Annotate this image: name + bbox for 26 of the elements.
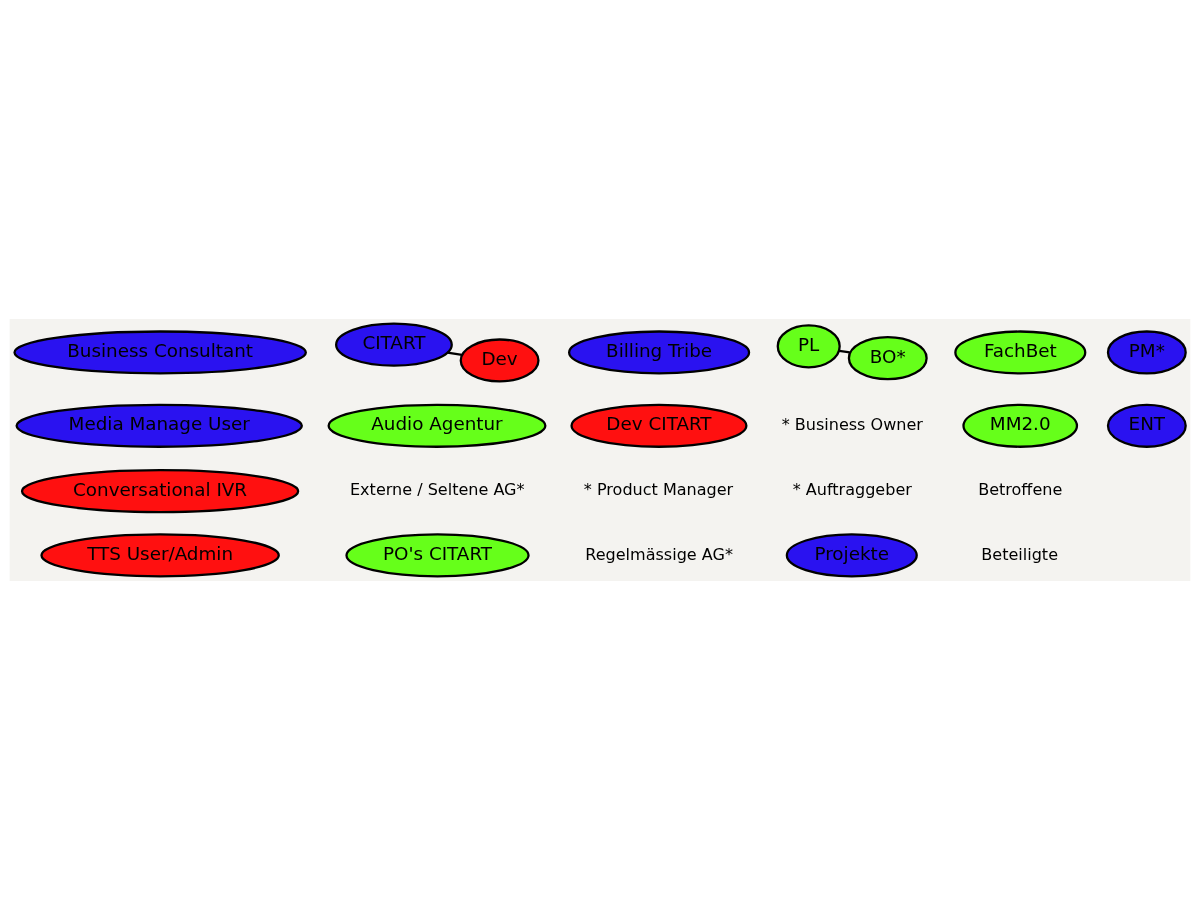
node-ellipse: TTS User/Admin xyxy=(40,533,280,578)
label: Betroffene xyxy=(978,479,1063,499)
node-ellipse: PM* xyxy=(1106,330,1187,375)
node-ellipse: MM2.0 xyxy=(962,403,1079,448)
connector xyxy=(447,351,463,356)
node-ellipse: CITART xyxy=(335,322,453,367)
node-ellipse: Conversational IVR xyxy=(20,469,300,514)
node-ellipse: PL xyxy=(776,324,841,369)
label: Regelmässige AG* xyxy=(585,545,733,565)
node-ellipse: Business Consultant xyxy=(13,330,307,375)
label: Beteiligte xyxy=(981,545,1059,565)
node-ellipse: Billing Tribe xyxy=(568,330,751,375)
node-ellipse: ENT xyxy=(1106,403,1187,448)
node-ellipse: Dev CITART xyxy=(570,403,748,448)
connector xyxy=(839,349,851,354)
node-ellipse: Media Manage User xyxy=(15,403,303,448)
node-ellipse: Audio Agentur xyxy=(327,403,547,448)
label: * Auftraggeber xyxy=(792,479,912,499)
label: Externe / Seltene AG* xyxy=(349,479,525,499)
node-ellipse: FachBet xyxy=(954,330,1087,375)
label: * Business Owner xyxy=(781,415,923,435)
label: * Product Manager xyxy=(583,479,734,499)
node-ellipse: PO's CITART xyxy=(345,533,530,578)
node-ellipse: Dev xyxy=(459,338,540,383)
node-ellipse: BO* xyxy=(847,336,928,381)
node-ellipse: Projekte xyxy=(785,533,918,578)
